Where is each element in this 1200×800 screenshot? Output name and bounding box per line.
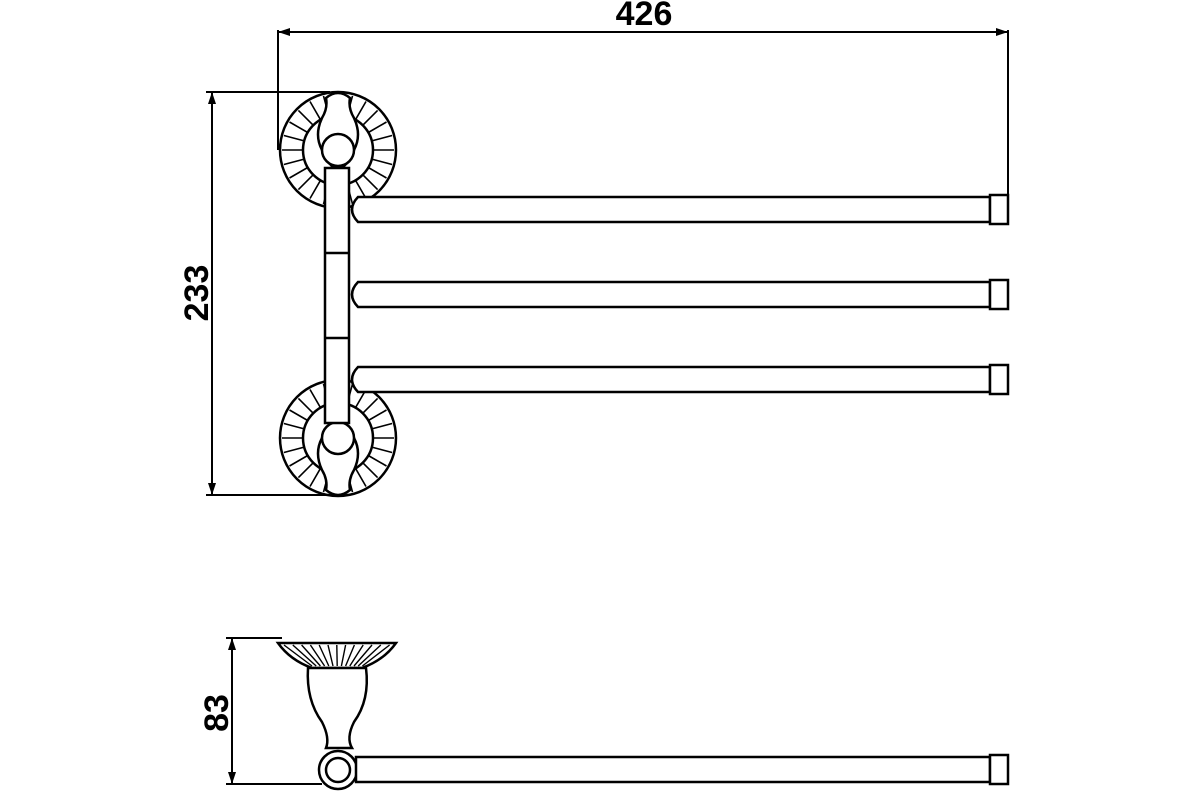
rosette-flutes [282,382,394,494]
height-dimension [206,91,330,496]
side-neck [306,666,368,750]
width-dimension [277,28,1009,196]
bottom-rosette [278,378,398,498]
pivot-post [323,166,351,425]
depth-dimension [226,637,322,785]
height-label: 233 [178,265,216,322]
top-rosette [278,90,398,210]
width-label: 426 [616,0,673,33]
side-bar [354,755,992,784]
swing-bar-3 [350,363,1010,396]
depth-label: 83 [198,694,236,732]
front-view [278,90,1010,498]
side-knuckle [317,749,359,791]
side-rosette-flutes [283,644,391,667]
side-view [275,641,1010,791]
swing-bar-1 [350,193,1010,226]
swing-bar-2 [350,278,1010,311]
